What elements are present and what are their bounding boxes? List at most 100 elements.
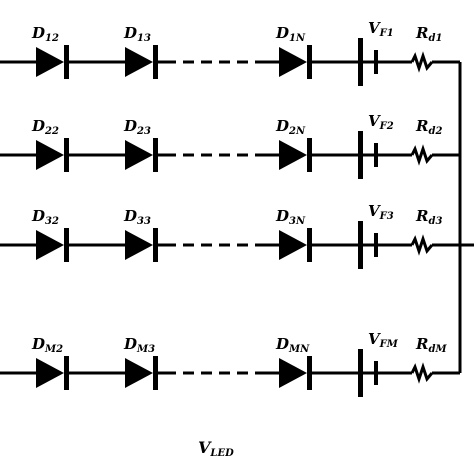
diode-label-main: D <box>275 117 289 135</box>
led-diode-triangle <box>279 230 307 260</box>
source-voltage-label-main: V <box>368 202 381 220</box>
led-string-row-2 <box>0 131 460 179</box>
diode-label: DMN <box>275 335 310 355</box>
resistor-label-subscript: dM <box>428 344 447 355</box>
resistor-label: Rd1 <box>415 24 442 44</box>
voltage-source-short-plate <box>374 233 378 257</box>
resistor-label-main: R <box>415 335 428 353</box>
source-voltage-label: VF2 <box>368 112 394 132</box>
diode-label: DM2 <box>31 335 63 355</box>
diode-label: D13 <box>123 24 151 44</box>
diode-label-main: D <box>275 24 289 42</box>
resistor-zigzag <box>410 362 434 384</box>
resistor-label-main: R <box>415 207 428 225</box>
led-diode-bar <box>307 356 312 390</box>
diode-label-subscript: 12 <box>45 33 59 44</box>
diode-label-main: D <box>123 24 137 42</box>
resistor-zigzag <box>410 144 434 166</box>
diode-label-subscript: MN <box>288 344 310 355</box>
voltage-source-short-plate <box>374 361 378 385</box>
resistor-label: Rd3 <box>415 207 442 227</box>
source-voltage-label-main: V <box>368 330 381 348</box>
resistor-label-subscript: d2 <box>428 126 442 137</box>
led-diode-triangle <box>279 140 307 170</box>
diode-label-subscript: 13 <box>137 33 151 44</box>
resistor-label-main: R <box>415 24 428 42</box>
led-string-row-1 <box>0 38 460 86</box>
diode-label-subscript: 33 <box>137 216 151 227</box>
diode-label: D2N <box>275 117 306 137</box>
diode-label-main: D <box>123 335 137 353</box>
diode-label-main: D <box>275 207 289 225</box>
source-voltage-label-main: V <box>368 19 381 37</box>
diode-label-subscript: 2N <box>288 126 306 137</box>
source-voltage-label: VFM <box>368 330 399 350</box>
led-diode-triangle <box>36 47 64 77</box>
source-voltage-label: VF1 <box>368 19 394 39</box>
led-diode-bar <box>153 138 158 172</box>
voltage-source-short-plate <box>374 143 378 167</box>
voltage-source-long-plate <box>358 221 363 269</box>
diode-label: D12 <box>31 24 59 44</box>
led-diode-bar <box>64 356 69 390</box>
voltage-source-long-plate <box>358 131 363 179</box>
diode-label: D23 <box>123 117 151 137</box>
diode-label-main: D <box>31 24 45 42</box>
led-diode-triangle <box>36 230 64 260</box>
led-diode-triangle <box>125 358 153 388</box>
led-diode-bar <box>307 45 312 79</box>
diode-label: D33 <box>123 207 151 227</box>
diode-label-subscript: 1N <box>289 33 306 44</box>
diode-label-main: D <box>31 207 45 225</box>
led-diode-triangle <box>279 47 307 77</box>
led-diode-bar <box>307 228 312 262</box>
voltage-source-long-plate <box>358 38 363 86</box>
voltage-source-short-plate <box>374 50 378 74</box>
led-diode-bar <box>153 228 158 262</box>
led-strings <box>0 38 460 397</box>
vled-label-subscript: LED <box>209 448 234 459</box>
led-string-row-4 <box>0 349 460 397</box>
source-voltage-label-subscript: F3 <box>379 211 394 222</box>
led-diode-bar <box>64 228 69 262</box>
resistor-label: Rd2 <box>415 117 442 137</box>
vled-label: VLED <box>198 438 234 459</box>
diode-label: D3N <box>275 207 306 227</box>
led-diode-bar <box>64 45 69 79</box>
diode-label-subscript: M3 <box>136 344 155 355</box>
led-diode-bar <box>153 356 158 390</box>
resistor-label-subscript: d3 <box>428 216 442 227</box>
resistor-label-subscript: d1 <box>428 33 442 44</box>
diode-label: D32 <box>31 207 59 227</box>
resistor-zigzag <box>410 234 434 256</box>
diode-label-subscript: 23 <box>136 126 151 137</box>
diode-label: D1N <box>275 24 306 44</box>
led-string-row-3 <box>0 221 460 269</box>
led-diode-bar <box>153 45 158 79</box>
diode-label-subscript: 3N <box>289 216 306 227</box>
diode-label-subscript: M2 <box>44 344 63 355</box>
source-voltage-label-subscript: FM <box>379 339 399 350</box>
led-diode-triangle <box>125 47 153 77</box>
diode-label-main: D <box>123 117 137 135</box>
diode-label-main: D <box>31 117 45 135</box>
led-diode-triangle <box>279 358 307 388</box>
resistor-label: RdM <box>415 335 447 355</box>
source-voltage-label-main: V <box>368 112 381 130</box>
diode-label: DM3 <box>123 335 155 355</box>
led-diode-triangle <box>125 140 153 170</box>
diode-label-main: D <box>275 335 289 353</box>
source-voltage-label-subscript: F2 <box>379 121 394 132</box>
led-diode-bar <box>307 138 312 172</box>
vled-label-main: V <box>198 438 212 457</box>
diode-label-subscript: 32 <box>45 216 59 227</box>
diode-label: D22 <box>31 117 59 137</box>
source-voltage-label: VF3 <box>368 202 394 222</box>
led-diode-triangle <box>36 358 64 388</box>
led-diode-bar <box>64 138 69 172</box>
led-diode-triangle <box>125 230 153 260</box>
resistor-zigzag <box>410 51 434 73</box>
resistor-label-main: R <box>415 117 428 135</box>
